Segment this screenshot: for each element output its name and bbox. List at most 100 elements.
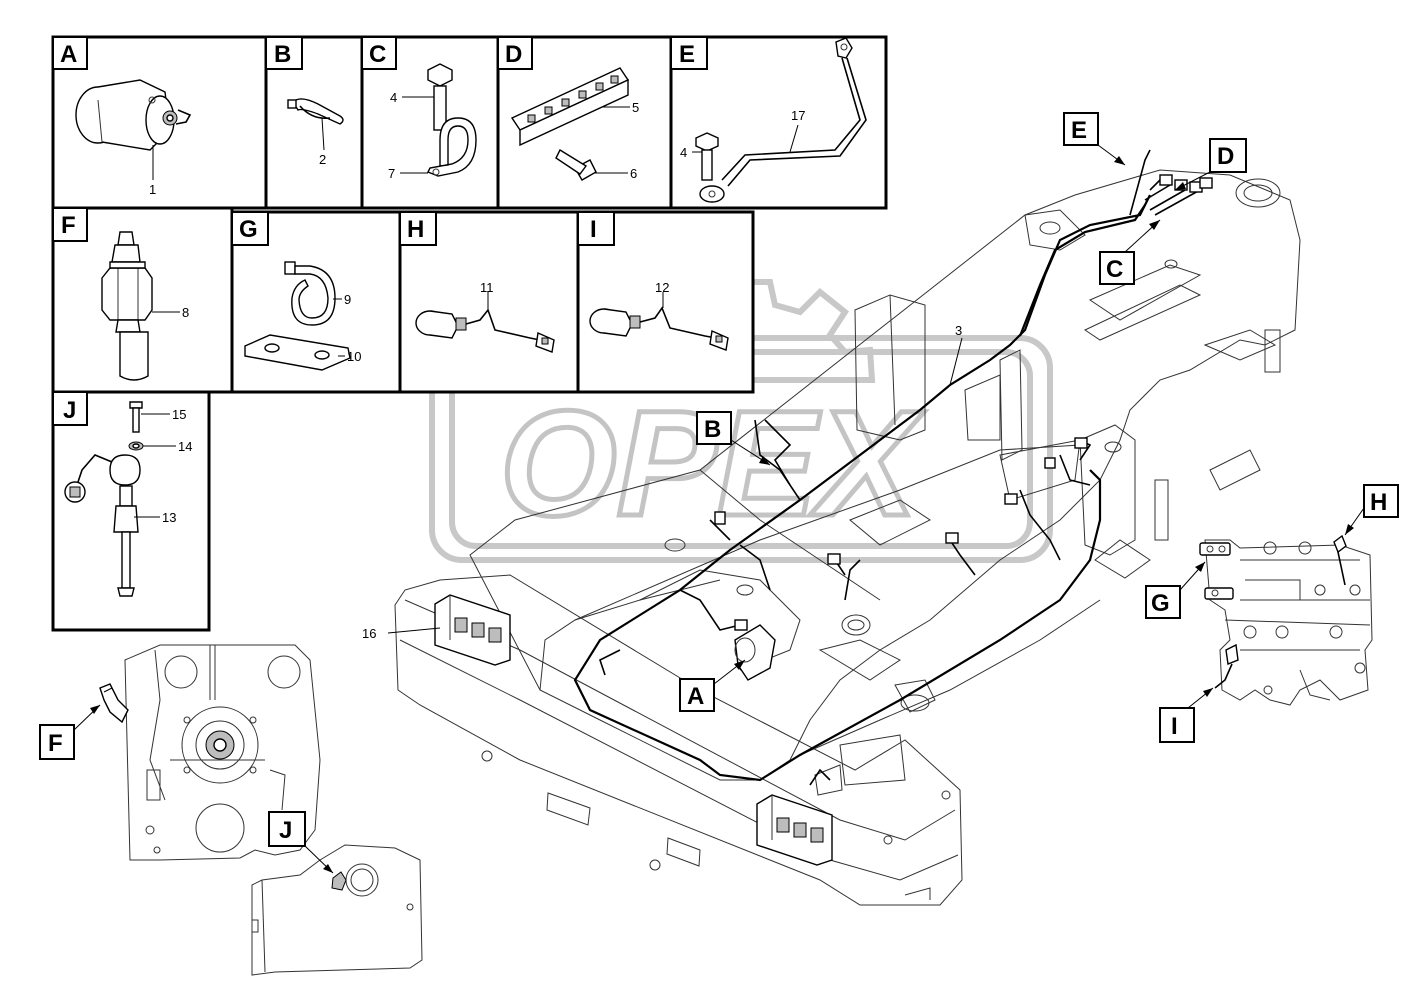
- detail-cell-c-letter-box: [361, 36, 397, 70]
- detail-cell-f: F 8: [51, 206, 234, 394]
- pressure-switch-h-icon: [415, 308, 555, 353]
- detail-cell-g: G 9 10: [230, 210, 402, 394]
- detail-cell-i: I 12: [576, 210, 755, 394]
- temperature-sensor-icon: [101, 231, 153, 381]
- detail-part-10: 10: [347, 349, 361, 364]
- callout-d[interactable]: D: [1174, 138, 1247, 191]
- detail-cell-a-letter: A: [60, 41, 77, 68]
- detail-part-7: 7: [388, 166, 395, 181]
- callout-i[interactable]: I: [1159, 687, 1214, 743]
- pressure-switch-i-icon: [589, 306, 729, 351]
- detail-cell-d-letter: D: [505, 41, 522, 68]
- detail-cell-j-letter: J: [63, 397, 76, 424]
- detail-cell-c: C 4 7: [360, 35, 500, 210]
- connector-bracket-icon: [510, 67, 630, 181]
- pump-sensor-i: [1225, 643, 1239, 665]
- detail-cell-f-letter: F: [61, 212, 76, 239]
- detail-part-12: 12: [655, 280, 669, 295]
- callout-h-box: [1363, 484, 1399, 518]
- callout-b[interactable]: B: [696, 411, 771, 466]
- transmission-view: [99, 644, 321, 861]
- detail-cell-g-letter-box: [231, 211, 269, 246]
- detail-part-4-e: 4: [680, 145, 687, 160]
- callout-g[interactable]: G: [1145, 561, 1206, 619]
- detail-cell-h-letter: H: [407, 216, 424, 243]
- callout-b-letter: B: [704, 416, 721, 443]
- callout-e-letter: E: [1071, 117, 1087, 144]
- callout-h[interactable]: H: [1344, 484, 1399, 536]
- detail-cell-a: A 1: [51, 35, 268, 210]
- detail-cell-c-letter: C: [369, 41, 386, 68]
- detail-part-11: 11: [480, 280, 494, 295]
- callout-c-letter: C: [1106, 256, 1123, 283]
- detail-part-4-c: 4: [390, 90, 397, 105]
- detail-part-6: 6: [630, 166, 637, 181]
- watermark-text: OPEX: [500, 379, 925, 547]
- detail-part-1: 1: [149, 182, 156, 197]
- callout-g-letter: G: [1151, 590, 1170, 617]
- callout-d-letter: D: [1217, 143, 1234, 170]
- watermark: OPEX: [429, 279, 1053, 563]
- detail-cell-i-letter: I: [590, 216, 597, 243]
- callout-a-letter: A: [687, 683, 704, 710]
- counterweight: [394, 574, 963, 906]
- detail-cell-f-letter-box: [52, 207, 88, 242]
- detail-part-13: 13: [162, 510, 176, 525]
- callout-j-box: [268, 811, 306, 847]
- detail-cell-a-letter-box: [52, 36, 88, 70]
- detail-cell-b-letter: B: [274, 41, 291, 68]
- detail-cell-d-letter-box: [497, 36, 533, 70]
- callout-j-letter: J: [279, 817, 292, 844]
- main-label-3: 3: [949, 323, 963, 386]
- detail-cell-e: E 4 17: [669, 35, 888, 210]
- detail-part-2: 2: [319, 152, 326, 167]
- callout-g-box: [1145, 585, 1181, 619]
- main-label-16: 16: [362, 626, 441, 641]
- fuel-level-sender-icon: [64, 401, 144, 597]
- detail-part-14: 14: [178, 439, 192, 454]
- callout-b-box: [696, 411, 732, 445]
- callout-i-letter: I: [1171, 713, 1178, 740]
- detail-cell-i-letter-box: [577, 211, 615, 246]
- detail-cell-e-letter: E: [679, 41, 695, 68]
- callout-d-box: [1209, 138, 1247, 173]
- detail-part-9: 9: [344, 292, 351, 307]
- transmission-temp-sensor: [99, 683, 129, 724]
- callout-f-box: [39, 724, 75, 760]
- rear-light-right: [756, 794, 833, 866]
- detail-cell-d: D 5 6: [496, 35, 673, 210]
- callout-a[interactable]: A: [679, 659, 746, 712]
- detail-cell-b: B 2: [264, 35, 364, 210]
- detail-part-5: 5: [632, 100, 639, 115]
- callout-f[interactable]: F: [39, 704, 101, 760]
- callout-a-box: [679, 678, 715, 712]
- pump-sensor-h: [1333, 534, 1347, 554]
- detail-cell-g-letter: G: [239, 216, 258, 243]
- part-number-16: 16: [362, 626, 376, 641]
- callout-c[interactable]: C: [1099, 219, 1161, 285]
- callout-j[interactable]: J: [268, 811, 334, 874]
- fuel-tank-view: [251, 844, 423, 976]
- callout-e[interactable]: E: [1063, 112, 1126, 166]
- detail-part-15: 15: [172, 407, 186, 422]
- main-pressure-sensor: [734, 624, 776, 681]
- callout-c-box: [1099, 251, 1135, 285]
- strap-clamp-icon: [244, 261, 351, 371]
- callout-f-letter: F: [48, 730, 63, 757]
- detail-part-17: 17: [791, 108, 805, 123]
- ground-cable-icon: [695, 37, 867, 203]
- callout-e-box: [1063, 112, 1099, 146]
- detail-part-8: 8: [182, 305, 189, 320]
- oil-pressure-sensor-icon: [75, 79, 192, 151]
- bolt-and-clamp-icon: [427, 63, 477, 177]
- pump-clamp-plate-bottom: [1204, 587, 1234, 600]
- cable-tie-icon: [287, 98, 344, 125]
- callout-h-letter: H: [1370, 489, 1387, 516]
- callout-i-box: [1159, 707, 1195, 743]
- detail-cell-h: H 11: [398, 210, 580, 394]
- detail-cell-j: J 15 14 13: [51, 390, 211, 632]
- part-number-3: 3: [955, 323, 962, 338]
- watermark-gear: [731, 279, 876, 383]
- rear-light-left: [434, 594, 511, 666]
